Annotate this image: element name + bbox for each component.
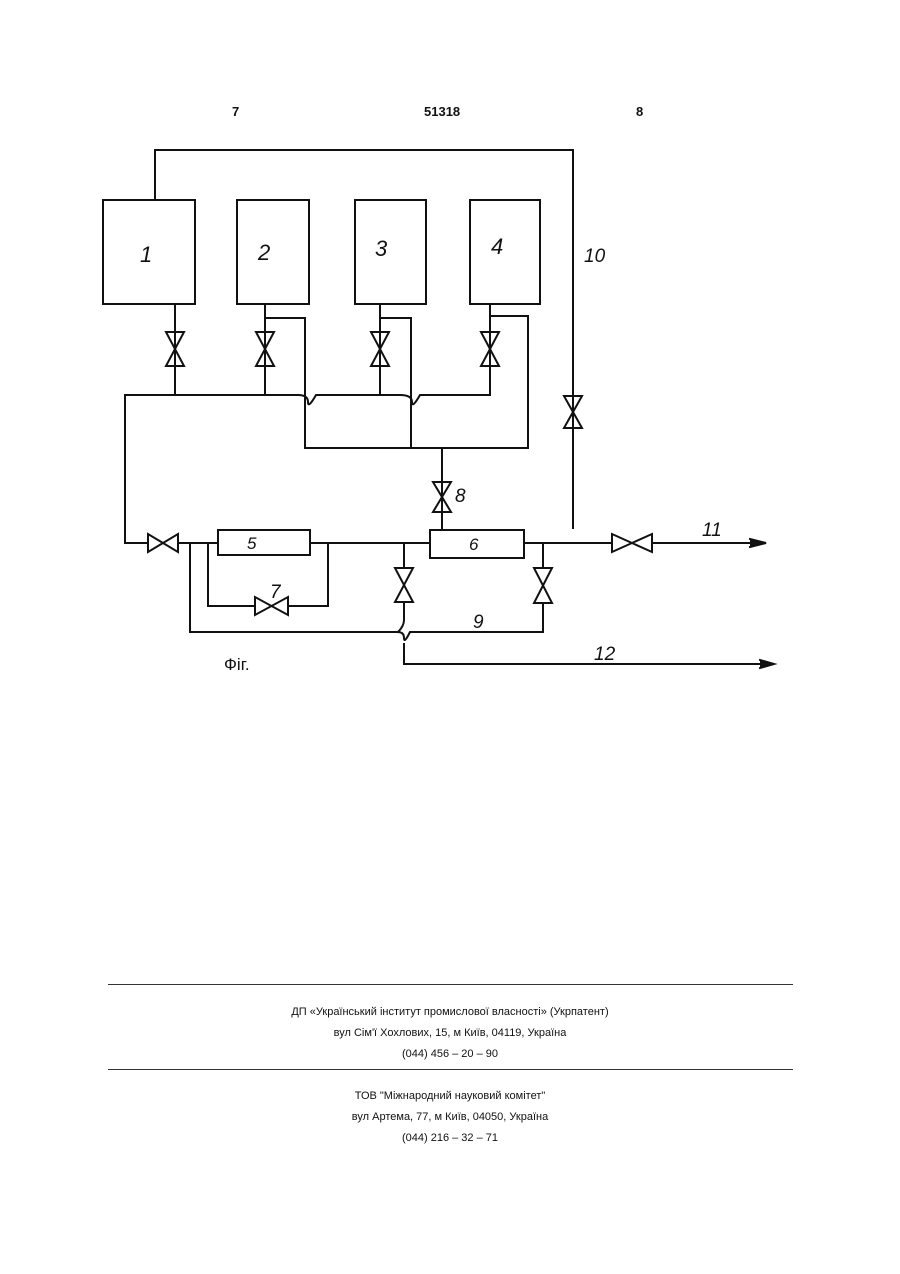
footer-2-line-3: (044) 216 – 32 – 71 (0, 1132, 900, 1144)
arrow-11 (750, 539, 766, 547)
label-ref-10: 10 (584, 246, 606, 267)
divider-middle (108, 1069, 793, 1070)
footer-1-line-3: (044) 456 – 20 – 90 (0, 1048, 900, 1060)
figure-caption: Фіг. (224, 655, 250, 674)
divider-top (108, 984, 793, 985)
pipe-left-riser (125, 395, 148, 543)
pipe-top-return (155, 150, 573, 528)
label-unit-6: 6 (469, 535, 479, 554)
vessel-2 (237, 200, 309, 304)
label-ref-11: 11 (702, 520, 722, 541)
footer-2-line-1: ТОВ "Міжнародний науковий комітет" (0, 1090, 900, 1102)
label-ref-9: 9 (473, 612, 484, 633)
pipe-outlet-12 (404, 644, 768, 664)
label-unit-2: 2 (257, 240, 270, 265)
valve-drain-right (534, 568, 552, 603)
label-unit-1: 1 (140, 242, 152, 267)
valve-11 (612, 534, 652, 552)
pipe-common-header (125, 395, 490, 404)
label-ref-12: 12 (594, 644, 616, 665)
label-ref-7: 7 (270, 582, 282, 603)
footer-2-line-2: вул Артема, 77, м Київ, 04050, Україна (0, 1111, 900, 1123)
vessel-3 (355, 200, 426, 304)
process-flow-diagram: 1 2 3 4 5 6 7 8 9 10 11 12 Фіг. (0, 0, 900, 700)
valve-drain-left (395, 568, 413, 602)
label-unit-5: 5 (247, 534, 257, 553)
pipe-branch-vessel-4 (490, 316, 528, 448)
label-unit-3: 3 (375, 236, 388, 261)
footer-1-line-1: ДП «Український інститут промислової вла… (0, 1006, 900, 1018)
arrow-12 (760, 660, 774, 668)
label-unit-4: 4 (491, 234, 503, 259)
footer-1-line-2: вул Сім'ї Хохлових, 15, м Київ, 04119, У… (0, 1027, 900, 1039)
vessel-4 (470, 200, 540, 304)
pipe-branch-vessel-3 (380, 318, 411, 448)
unit-5 (218, 530, 310, 555)
valve-main-left (148, 534, 178, 552)
label-ref-8: 8 (455, 486, 466, 507)
